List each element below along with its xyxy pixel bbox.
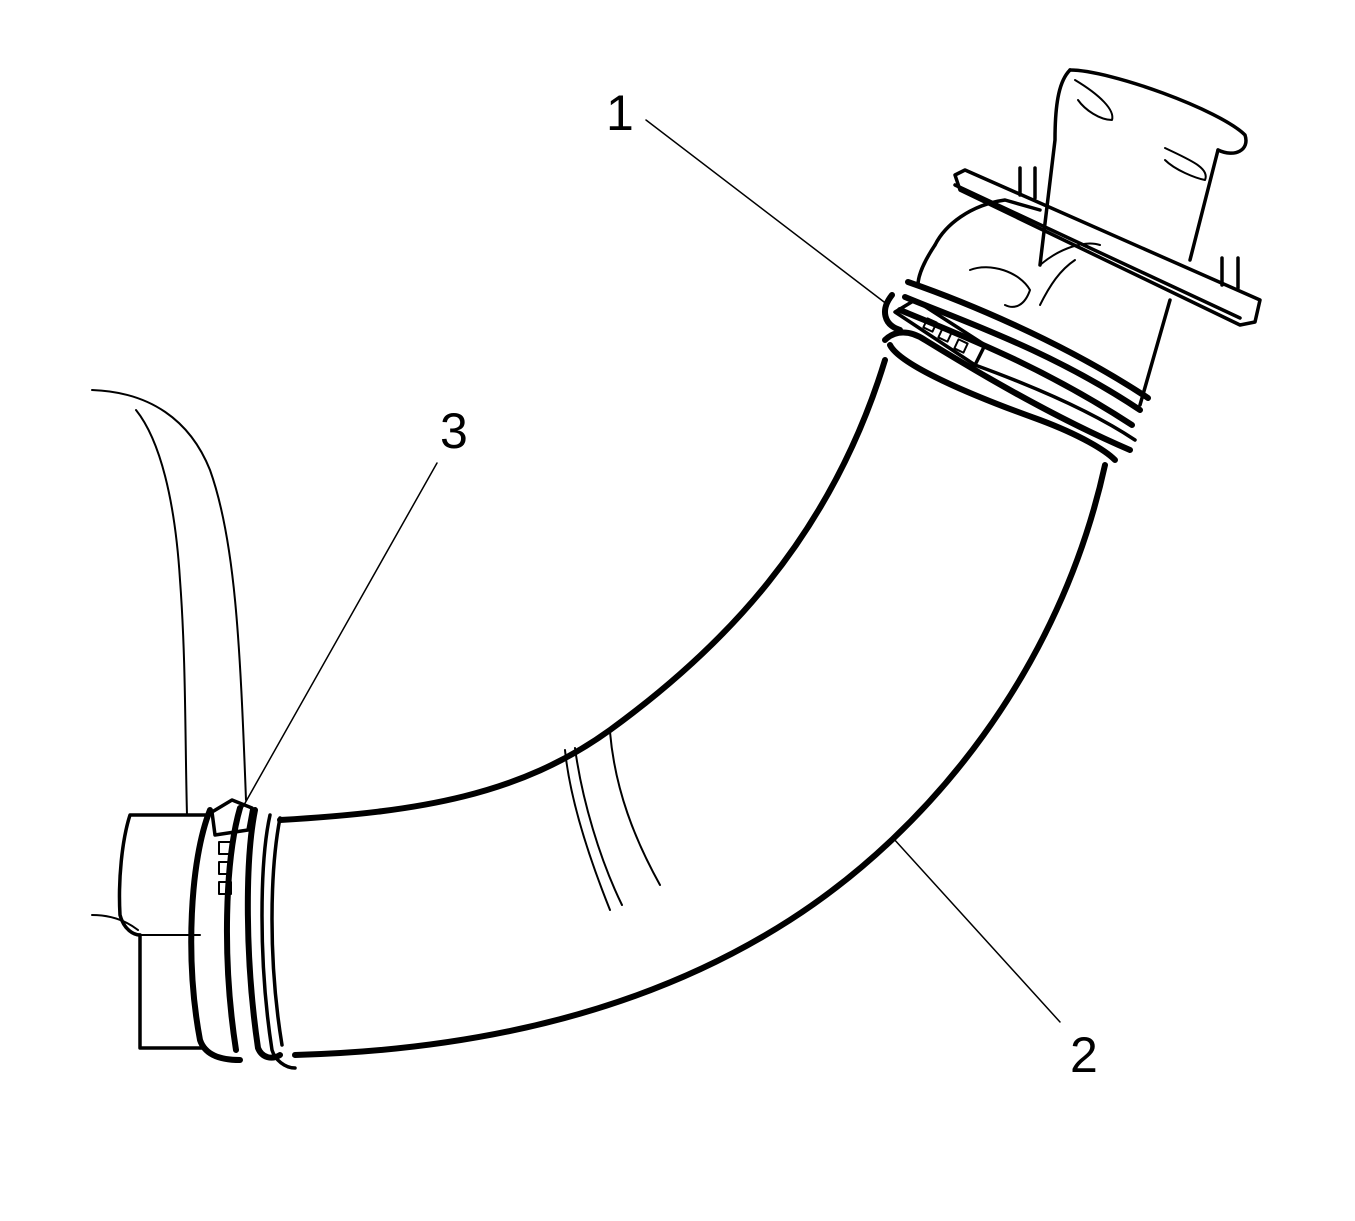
background-pipe	[91, 389, 247, 931]
leader-line-3	[239, 462, 438, 813]
upper-fitting	[897, 68, 1262, 428]
clamp-slot	[218, 881, 232, 895]
hose	[260, 329, 1133, 1070]
leader-line-2	[892, 837, 1061, 1023]
leader-lines	[239, 119, 1061, 1023]
upper-clamp	[882, 292, 1137, 442]
callout-1: 1	[606, 85, 634, 141]
clamp-slot	[953, 338, 969, 354]
clamp-slot	[937, 327, 953, 343]
lower-clamp	[188, 798, 283, 1063]
callout-2: 2	[1070, 1027, 1098, 1083]
callout-3: 3	[440, 403, 468, 459]
leader-line-1	[645, 119, 889, 306]
clamp-slot	[922, 317, 938, 333]
clamp-slot	[218, 841, 232, 855]
clamp-slot	[218, 861, 232, 875]
